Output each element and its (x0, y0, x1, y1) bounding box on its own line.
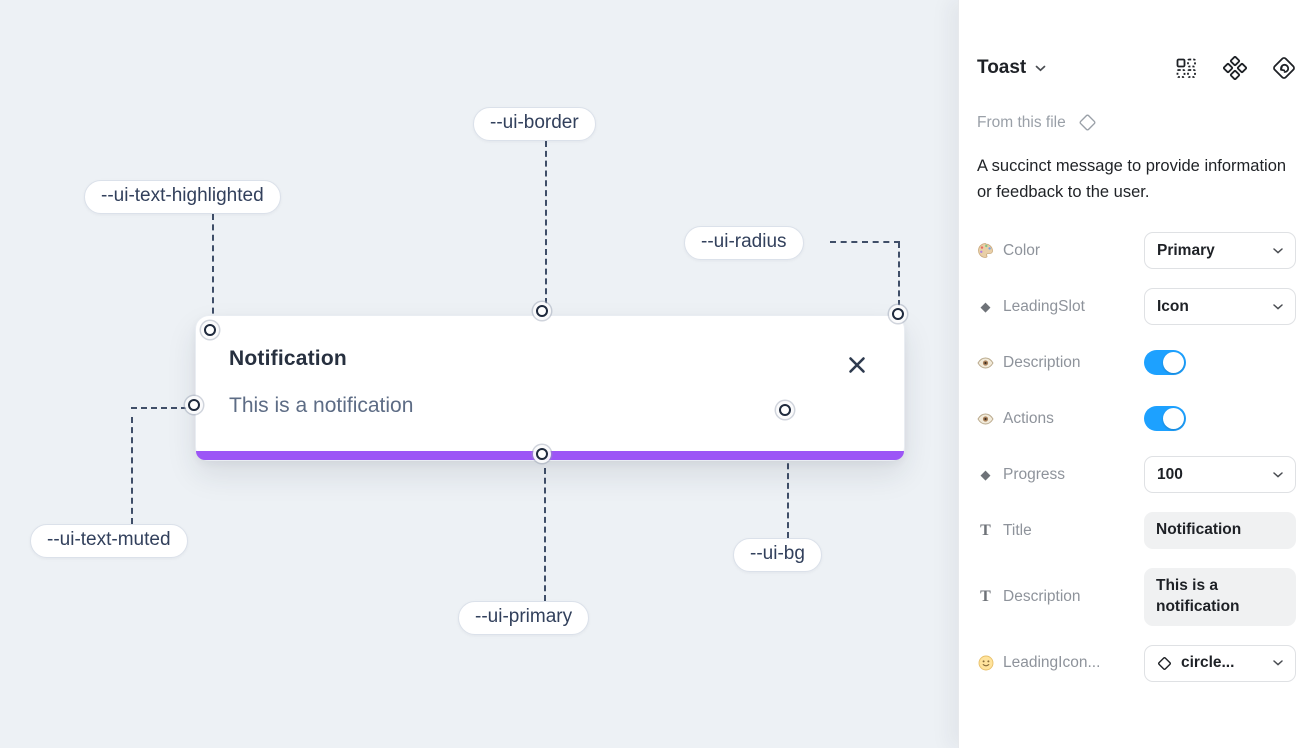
leadingslot-dropdown[interactable]: Icon (1144, 288, 1296, 326)
anchor-ui-radius[interactable] (892, 308, 904, 320)
property-row-description-toggle: Description (977, 344, 1296, 381)
anchor-ui-primary[interactable] (536, 448, 548, 460)
property-row-leadingicon: LeadingIcon... circle... (977, 644, 1296, 682)
toast-title: Notification (229, 347, 347, 370)
annotation-ui-text-muted[interactable]: --ui-text-muted (30, 524, 188, 558)
color-value: Primary (1157, 241, 1215, 259)
connector-ui-radius-v (898, 242, 900, 306)
close-icon[interactable] (846, 354, 868, 376)
title-field[interactable]: Notification (1144, 512, 1296, 550)
chevron-down-icon (1273, 247, 1283, 254)
canvas: Notification This is a notification --ui… (0, 0, 958, 748)
connector-ui-radius-h (830, 241, 900, 243)
anchor-ui-bg[interactable] (779, 404, 791, 416)
property-label: Color (1003, 241, 1041, 259)
anchor-ui-border[interactable] (536, 305, 548, 317)
color-dropdown[interactable]: Primary (1144, 232, 1296, 270)
variant-diamond-icon: ◆ (980, 466, 991, 482)
component-description: A succinct message to provide informatio… (977, 157, 1287, 201)
annotation-ui-text-highlighted[interactable]: --ui-text-highlighted (84, 180, 281, 214)
component-instance-icon[interactable] (1174, 56, 1198, 80)
properties-panel: Toast (958, 0, 1312, 748)
progress-value: 100 (1157, 465, 1183, 483)
property-label: LeadingSlot (1003, 297, 1085, 315)
property-row-leadingslot: ◆ LeadingSlot Icon (977, 288, 1296, 326)
annotation-ui-bg[interactable]: --ui-bg (733, 538, 822, 572)
panel-header: Toast (977, 56, 1296, 80)
annotation-ui-border[interactable]: --ui-border (473, 107, 596, 141)
leadingslot-value: Icon (1157, 297, 1189, 315)
connector-ui-primary (544, 468, 546, 601)
chevron-down-icon (1273, 660, 1283, 667)
property-label: Title (1003, 521, 1032, 539)
anchor-ui-text-muted[interactable] (188, 399, 200, 411)
chevron-down-icon (1035, 65, 1046, 71)
description-toggle[interactable] (1144, 350, 1186, 376)
property-label: LeadingIcon... (1003, 654, 1101, 672)
diamond-outline-icon (1079, 114, 1096, 131)
palette-icon (977, 242, 994, 259)
property-label: Description (1003, 353, 1081, 371)
instance-diamond-icon (1157, 656, 1172, 671)
toast-component[interactable]: Notification This is a notification (195, 315, 905, 461)
connector-ui-text-muted-h (131, 407, 187, 409)
variant-diamond-icon: ◆ (980, 298, 991, 314)
source-row: From this file (977, 113, 1296, 132)
description-field[interactable]: This is a notification (1144, 568, 1296, 626)
property-label: Actions (1003, 409, 1054, 427)
text-property-icon: T (980, 588, 991, 606)
property-row-color: Color Primary (977, 232, 1296, 270)
toggle-knob (1163, 352, 1184, 374)
connector-ui-text-muted-v (131, 417, 133, 524)
toast-progress-bar (196, 451, 904, 460)
component-icon[interactable] (1223, 56, 1247, 80)
go-to-main-component-icon[interactable] (1272, 56, 1296, 80)
connector-ui-text-highlighted (212, 214, 214, 324)
actions-toggle[interactable] (1144, 406, 1186, 432)
property-row-description-text: T Description This is a notification (977, 568, 1296, 626)
toast-description: This is a notification (229, 394, 414, 417)
leadingicon-dropdown[interactable]: circle... (1144, 644, 1296, 682)
property-label: Description (1003, 588, 1081, 606)
annotation-ui-radius[interactable]: --ui-radius (684, 226, 804, 260)
chevron-down-icon (1273, 471, 1283, 478)
property-row-progress: ◆ Progress 100 (977, 456, 1296, 494)
annotation-ui-primary[interactable]: --ui-primary (458, 601, 590, 635)
eye-icon (977, 413, 994, 425)
leadingicon-value: circle... (1181, 654, 1235, 672)
progress-dropdown[interactable]: 100 (1144, 456, 1296, 494)
eye-icon (977, 357, 994, 369)
chevron-down-icon (1273, 303, 1283, 310)
property-row-title: T Title Notification (977, 512, 1296, 550)
property-list: Color Primary ◆ LeadingSlot Icon (977, 232, 1296, 682)
smiley-icon (977, 655, 994, 671)
component-title: Toast (977, 57, 1027, 78)
connector-ui-bg (787, 424, 789, 538)
toggle-knob (1163, 408, 1184, 430)
source-label: From this file (977, 113, 1066, 131)
connector-ui-border (545, 141, 547, 304)
property-label: Progress (1003, 465, 1066, 483)
property-row-actions-toggle: Actions (977, 400, 1296, 437)
component-title-dropdown[interactable]: Toast (977, 57, 1046, 79)
text-property-icon: T (980, 521, 991, 539)
anchor-ui-text-highlighted[interactable] (204, 324, 216, 336)
